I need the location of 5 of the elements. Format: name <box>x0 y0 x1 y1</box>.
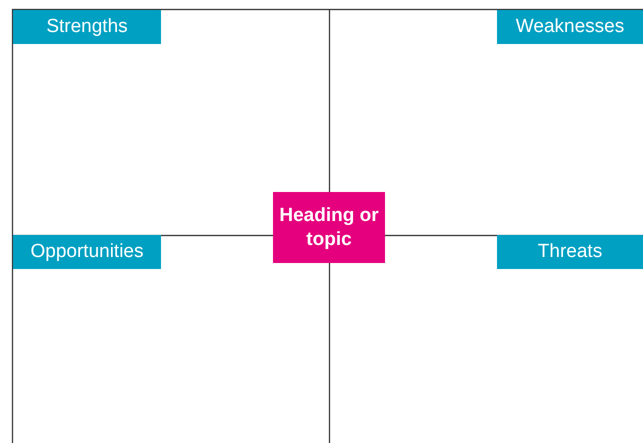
category-tab: Strengths <box>13 10 161 44</box>
category-tab: Weaknesses <box>497 10 643 44</box>
category-tab: Opportunities <box>13 235 161 269</box>
category-tab: Threats <box>497 235 643 269</box>
topic-box: Heading or topic <box>273 192 385 263</box>
